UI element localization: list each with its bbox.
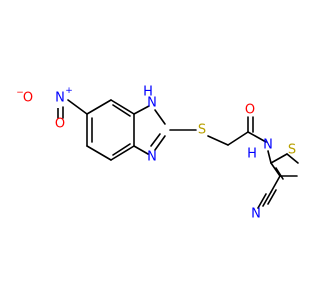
nitrile-nitrogen: N bbox=[251, 207, 261, 222]
nitro-oxygen-bottom: O bbox=[55, 117, 65, 132]
bond bbox=[154, 135, 166, 151]
bond bbox=[67, 99, 88, 115]
bond bbox=[110, 145, 135, 161]
bonds bbox=[39, 95, 299, 209]
bond bbox=[207, 135, 229, 146]
bond bbox=[247, 131, 267, 143]
bond bbox=[257, 193, 267, 209]
nitro-nitrogen-charge: + bbox=[65, 86, 73, 96]
amide-hydrogen: H bbox=[247, 147, 257, 162]
structure-diagram: O − N + O H N N S O N H S N bbox=[16, 85, 299, 222]
imidazole-nitrogen-bottom: N bbox=[147, 150, 157, 165]
bond bbox=[227, 131, 249, 146]
amide-nitrogen: N bbox=[263, 138, 273, 153]
bond bbox=[112, 104, 131, 117]
bond bbox=[133, 105, 150, 115]
bond bbox=[275, 167, 284, 180]
bond bbox=[112, 143, 131, 156]
nitro-nitrogen: N bbox=[55, 91, 65, 106]
bond bbox=[110, 99, 135, 115]
bond bbox=[133, 145, 149, 155]
bond bbox=[270, 162, 281, 177]
bond bbox=[286, 153, 299, 164]
bond bbox=[262, 191, 272, 207]
imidazole-nitrogen-top: N bbox=[147, 96, 157, 111]
molecule-canvas: O − N + O H N N S O N H S N bbox=[16, 85, 299, 222]
bond bbox=[86, 145, 112, 161]
nitro-oxygen-charge: − bbox=[16, 88, 24, 98]
thioether-sulfur: S bbox=[198, 123, 206, 138]
bond bbox=[267, 150, 272, 164]
carbonyl-oxygen: O bbox=[245, 103, 255, 118]
thiophene-sulfur: S bbox=[288, 143, 296, 158]
bond bbox=[270, 153, 288, 164]
atom-labels: O − N + O H N N S O N H S N bbox=[16, 85, 296, 222]
imidazole-nh-hydrogen: H bbox=[143, 85, 153, 100]
nitro-oxygen-left: O bbox=[23, 91, 33, 106]
bond bbox=[86, 99, 112, 115]
bond bbox=[154, 109, 166, 125]
bond bbox=[270, 175, 281, 193]
bond bbox=[150, 133, 161, 147]
bond bbox=[267, 189, 277, 205]
